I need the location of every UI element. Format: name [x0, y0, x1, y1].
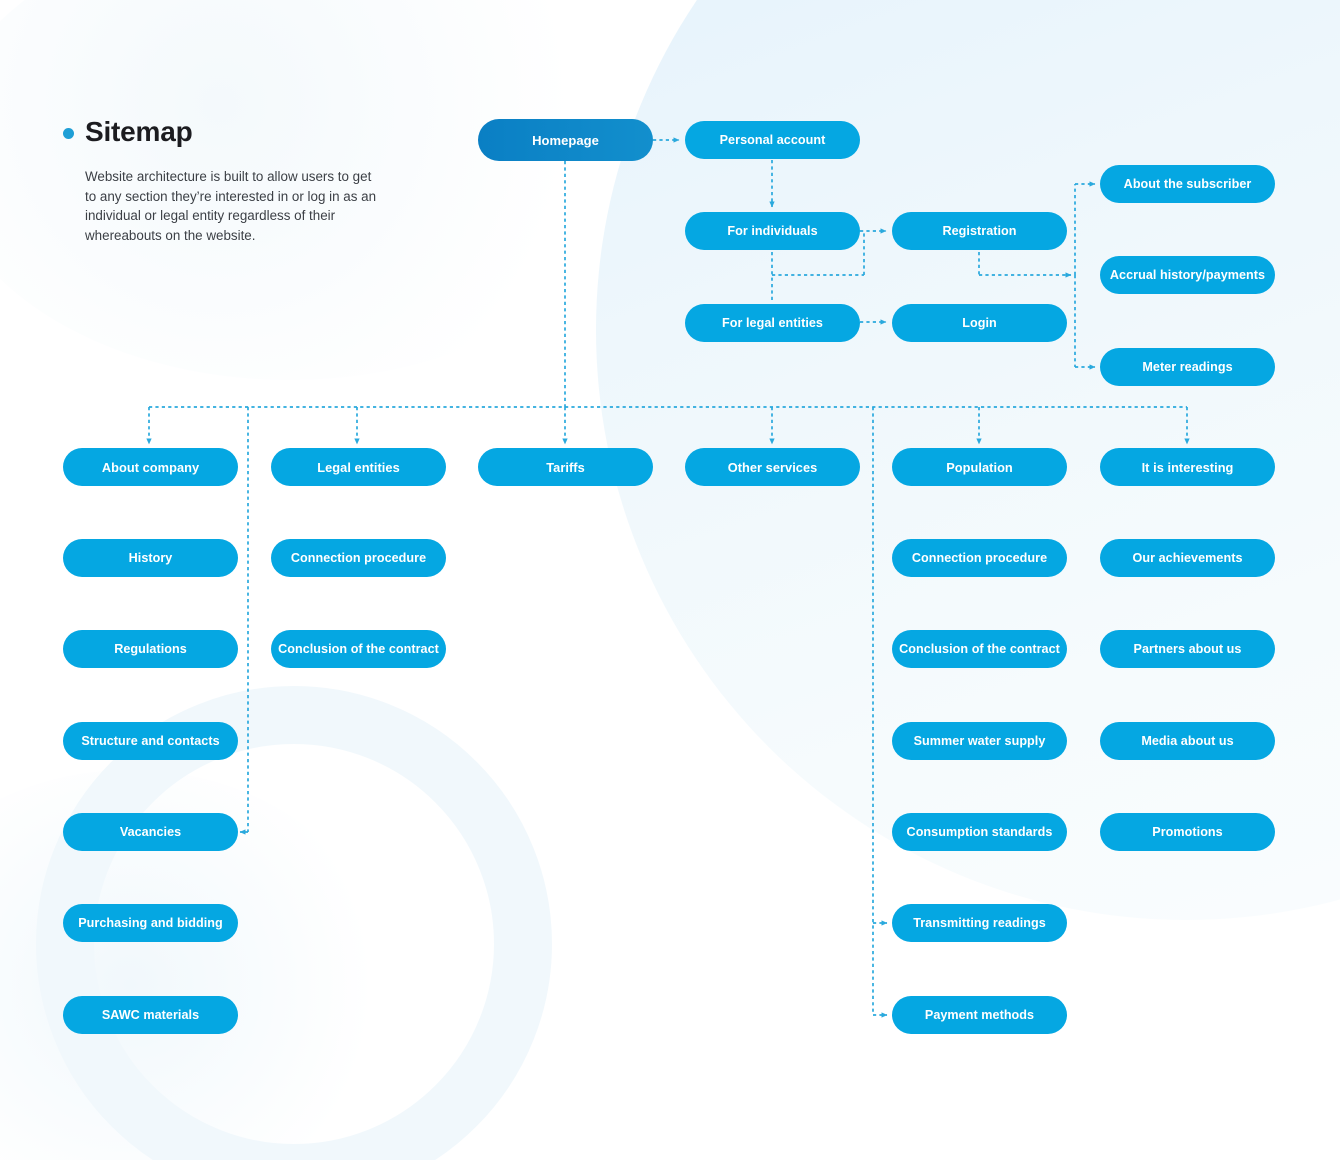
node-head-tariffs[interactable]: Tariffs	[478, 448, 653, 486]
node-homepage[interactable]: Homepage	[478, 119, 653, 161]
bullet-icon	[63, 128, 74, 139]
node-legal-entities-item-1[interactable]: Conclusion of the contract	[271, 630, 446, 668]
node-about-company-item-1[interactable]: Regulations	[63, 630, 238, 668]
node-head-legal-entities[interactable]: Legal entities	[271, 448, 446, 486]
node-population-item-1[interactable]: Conclusion of the contract	[892, 630, 1067, 668]
node-legal-entities-item-0[interactable]: Connection procedure	[271, 539, 446, 577]
node-login[interactable]: Login	[892, 304, 1067, 342]
node-population-item-2[interactable]: Summer water supply	[892, 722, 1067, 760]
node-population-item-4[interactable]: Transmitting readings	[892, 904, 1067, 942]
node-it-is-interesting-item-3[interactable]: Promotions	[1100, 813, 1275, 851]
node-about-company-item-2[interactable]: Structure and contacts	[63, 722, 238, 760]
node-population-item-0[interactable]: Connection procedure	[892, 539, 1067, 577]
node-registration[interactable]: Registration	[892, 212, 1067, 250]
node-population-item-3[interactable]: Consumption standards	[892, 813, 1067, 851]
node-about-the-subscriber[interactable]: About the subscriber	[1100, 165, 1275, 203]
page-title: Sitemap	[85, 116, 193, 147]
node-about-company-item-3[interactable]: Vacancies	[63, 813, 238, 851]
title-row: Sitemap	[63, 118, 393, 146]
sitemap-header: Sitemap Website architecture is built to…	[63, 118, 393, 245]
node-head-it-is-interesting[interactable]: It is interesting	[1100, 448, 1275, 486]
node-about-company-item-5[interactable]: SAWC materials	[63, 996, 238, 1034]
node-personal-account[interactable]: Personal account	[685, 121, 860, 159]
node-it-is-interesting-item-0[interactable]: Our achievements	[1100, 539, 1275, 577]
node-meter-readings[interactable]: Meter readings	[1100, 348, 1275, 386]
node-head-population[interactable]: Population	[892, 448, 1067, 486]
node-head-other-services[interactable]: Other services	[685, 448, 860, 486]
node-about-company-item-0[interactable]: History	[63, 539, 238, 577]
node-it-is-interesting-item-2[interactable]: Media about us	[1100, 722, 1275, 760]
node-for-individuals[interactable]: For individuals	[685, 212, 860, 250]
node-it-is-interesting-item-1[interactable]: Partners about us	[1100, 630, 1275, 668]
node-accrual-history-payments[interactable]: Accrual history/payments	[1100, 256, 1275, 294]
node-about-company-item-4[interactable]: Purchasing and bidding	[63, 904, 238, 942]
node-for-legal-entities[interactable]: For legal entities	[685, 304, 860, 342]
page-description: Website architecture is built to allow u…	[85, 169, 377, 243]
node-head-about-company[interactable]: About company	[63, 448, 238, 486]
node-population-item-5[interactable]: Payment methods	[892, 996, 1067, 1034]
